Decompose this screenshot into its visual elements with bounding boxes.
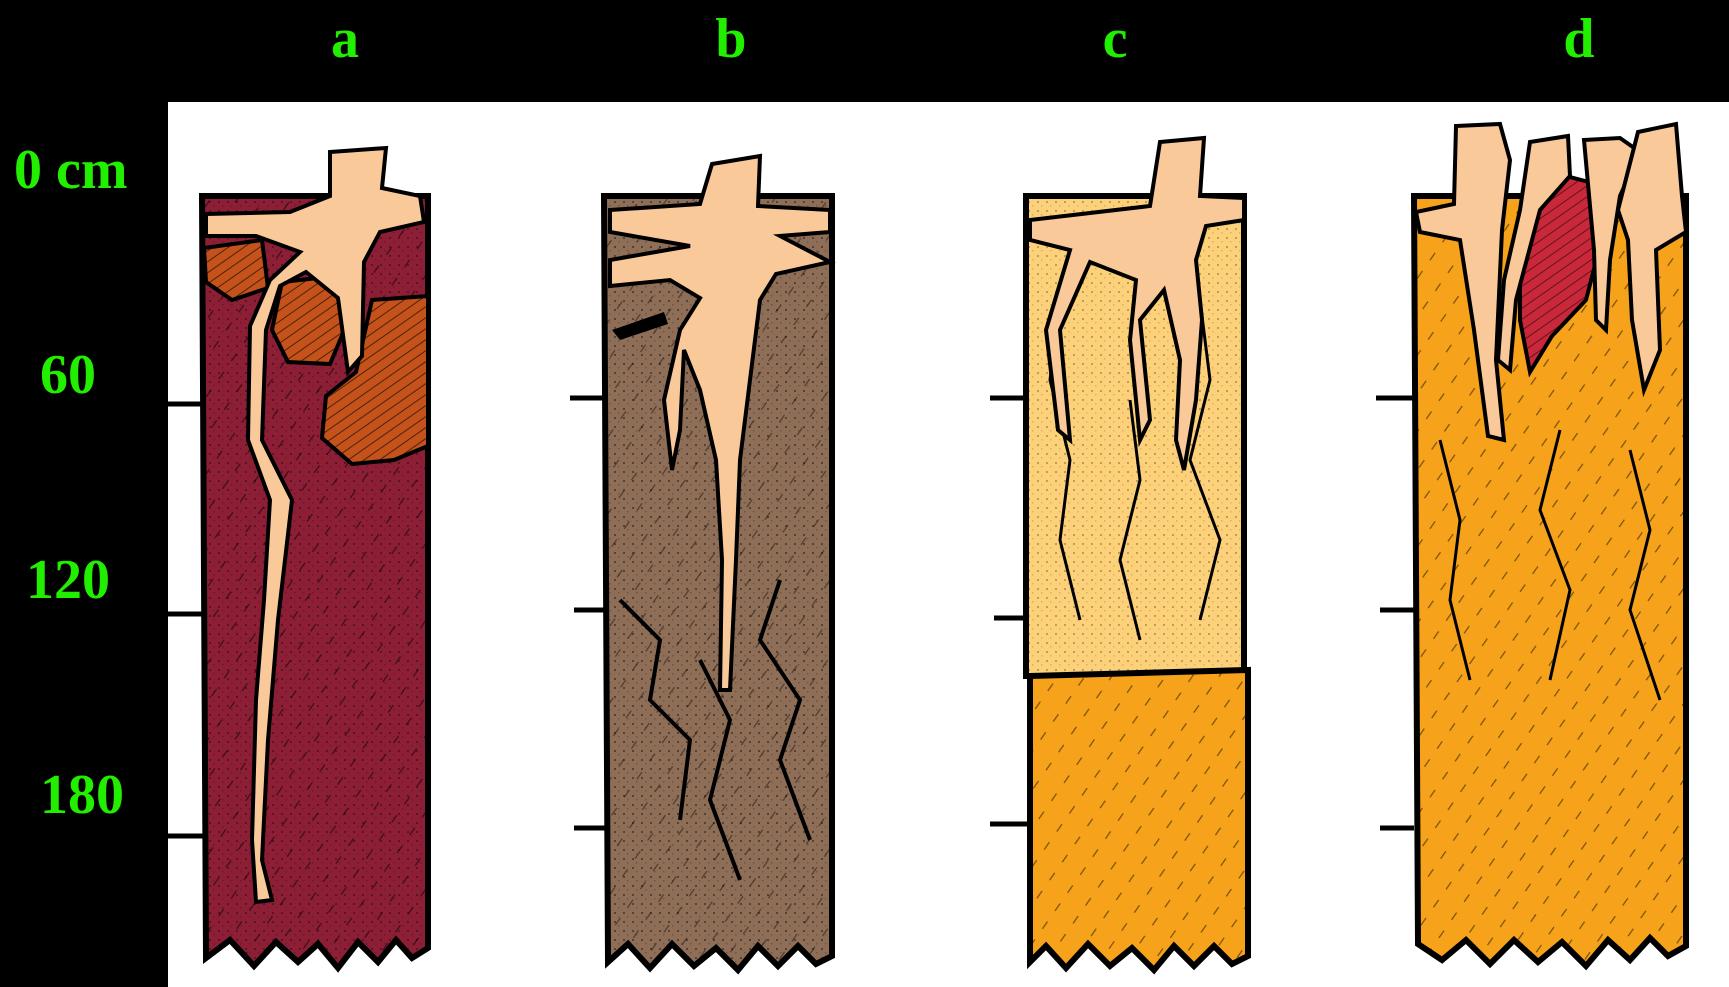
soil-column-b: [604, 156, 832, 970]
soil-column-d: [1414, 124, 1686, 966]
soil-column-a: [202, 148, 428, 968]
soil-column-c: [1026, 138, 1248, 970]
